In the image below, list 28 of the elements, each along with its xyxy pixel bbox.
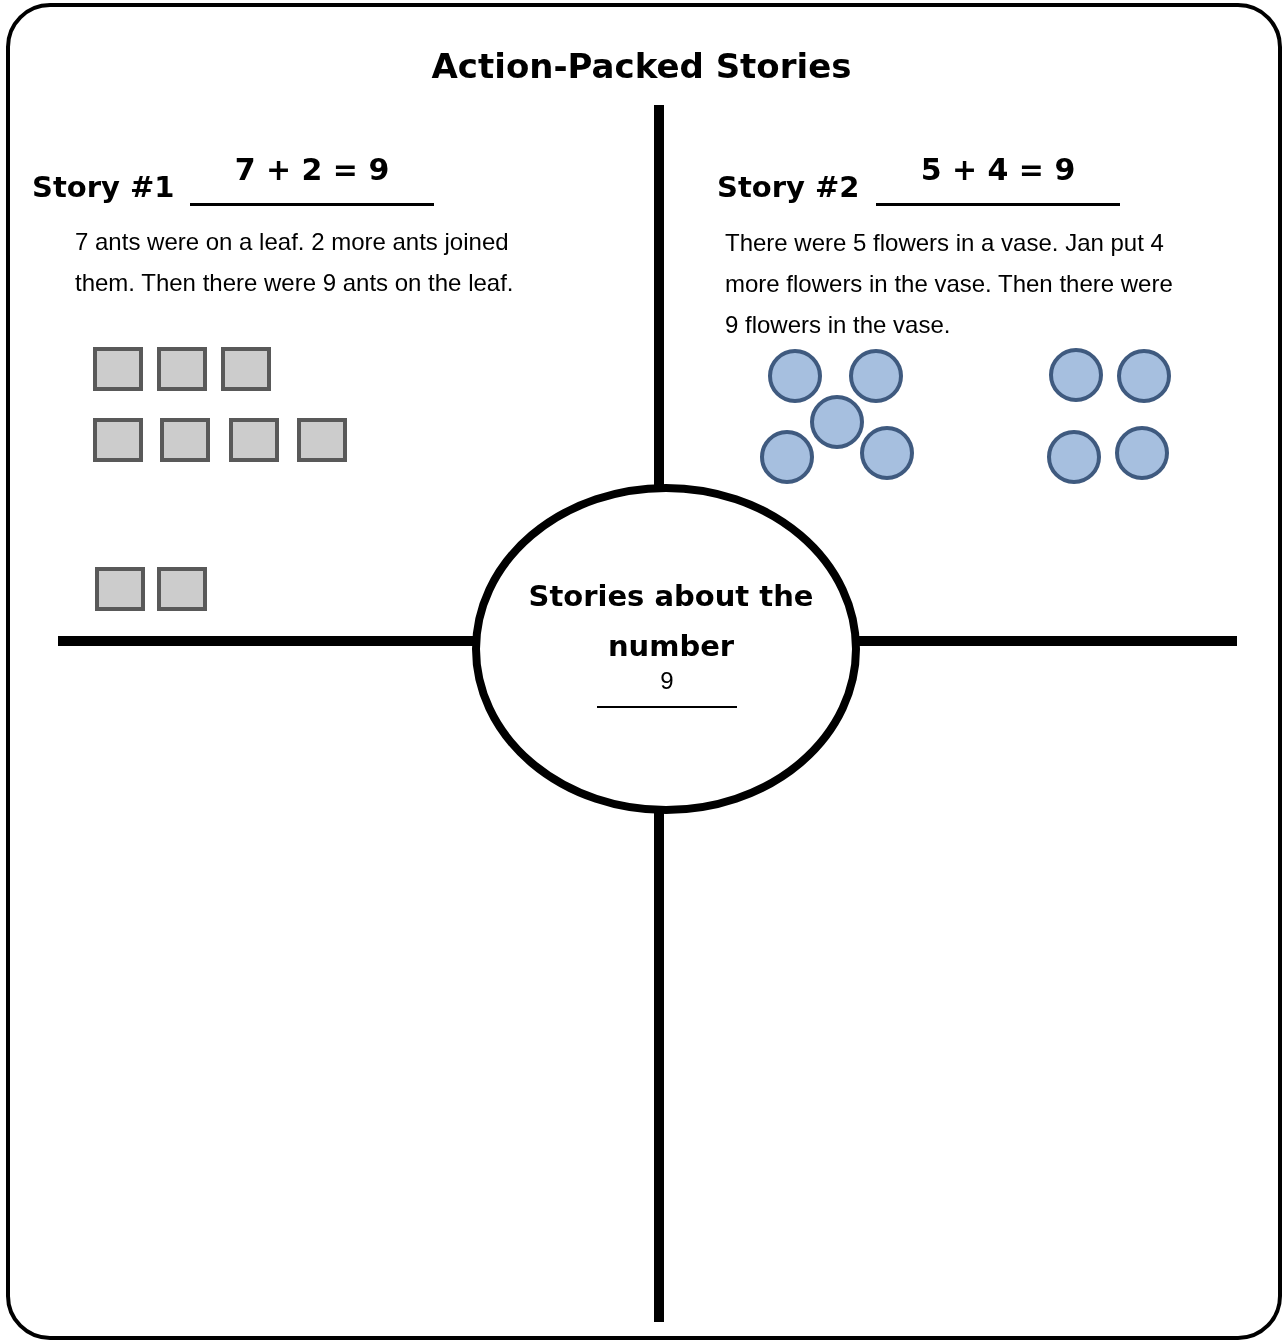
- story-heading: Story #1: [32, 170, 175, 204]
- circle-counter: [809, 394, 865, 450]
- square-counter: [157, 347, 207, 391]
- circle-counter: [848, 348, 904, 404]
- equation: 5 + 4 = 9: [919, 152, 1077, 187]
- title: Action-Packed Stories: [430, 46, 853, 86]
- story-text: There were 5 flowers in a vase. Jan put 4 more flowers in the vase. Then there were 9 flowers in the vase.: [725, 228, 1174, 340]
- square-counter: [221, 347, 271, 391]
- square-counter: [160, 418, 210, 462]
- square-counter: [297, 418, 347, 462]
- story-text: 7 ants were on a leaf. 2 more ants joined them. Then there were 9 ants on the leaf.: [75, 227, 515, 298]
- square-counter: [229, 418, 279, 462]
- answer-number: 9: [659, 666, 675, 696]
- square-counter: [93, 418, 143, 462]
- story-heading: Story #2: [717, 170, 860, 204]
- circle-counter: [1114, 425, 1170, 481]
- square-counter: [95, 567, 145, 611]
- circle-counter: [1116, 348, 1172, 404]
- circle-counter: [1048, 347, 1104, 403]
- circle-counter: [759, 429, 815, 485]
- center-oval: [471, 483, 861, 815]
- square-counter: [93, 347, 143, 391]
- equation: 7 + 2 = 9: [233, 152, 391, 187]
- square-counter: [157, 567, 207, 611]
- circle-counter: [859, 425, 915, 481]
- center-heading: Stories about the number: [527, 578, 815, 665]
- circle-counter: [767, 348, 823, 404]
- circle-counter: [1046, 429, 1102, 485]
